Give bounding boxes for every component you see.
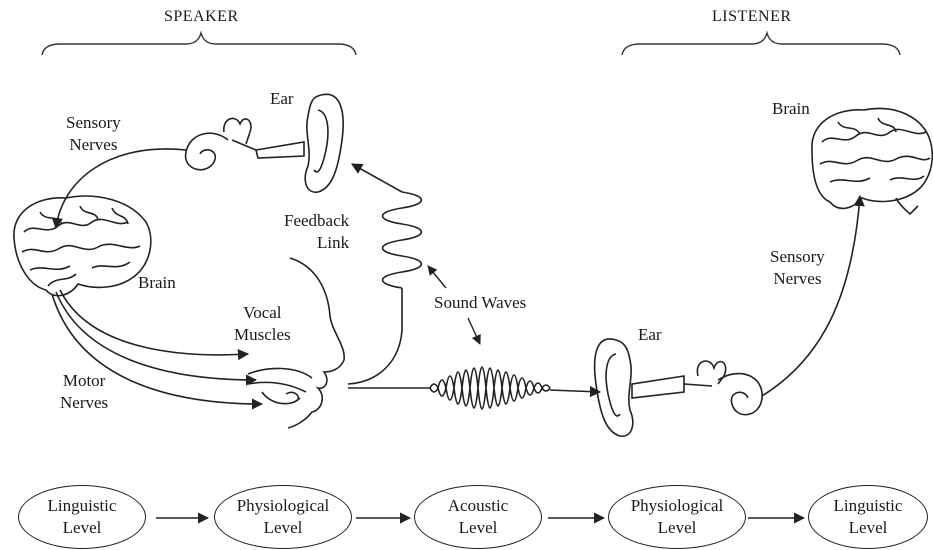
speaker-brain-label: Brain [138, 272, 176, 294]
speaker-sensory-nerves-line2: Nerves [66, 134, 121, 156]
level-4-line1: Physiological [631, 495, 724, 517]
feedback-link-line1: Feedback [284, 210, 349, 232]
feedback-wave [383, 192, 422, 288]
level-physiological-listener: Physiological Level [608, 485, 746, 549]
level-1-line1: Linguistic [48, 495, 117, 517]
motor-nerve-2 [56, 292, 256, 380]
sound-pointer-up [428, 266, 446, 288]
sound-pointer-down [468, 318, 480, 344]
speaker-ear-label: Ear [270, 88, 294, 110]
level-3-line1: Acoustic [448, 495, 508, 517]
motor-nerves-line2: Nerves [60, 392, 108, 414]
level-4-line2: Level [658, 517, 697, 539]
listener-ear-icon [595, 339, 763, 436]
level-linguistic-listener: Linguistic Level [808, 485, 928, 549]
level-2-line2: Level [264, 517, 303, 539]
speaker-ear-icon [186, 94, 344, 192]
feedback-line [348, 288, 402, 384]
level-5-line1: Linguistic [834, 495, 903, 517]
speaker-sensory-nerves-label: Sensory Nerves [66, 112, 121, 156]
sound-waves-label: Sound Waves [434, 292, 526, 314]
feedback-link-label: Feedback Link [284, 210, 349, 254]
speaker-brain-icon [14, 196, 151, 296]
speaker-header: SPEAKER [164, 8, 239, 26]
feedback-link-line2: Link [284, 232, 349, 254]
level-linguistic-speaker: Linguistic Level [18, 485, 146, 549]
listener-sensory-nerves-label: Sensory Nerves [770, 246, 825, 290]
motor-nerves-label: Motor Nerves [60, 370, 108, 414]
level-3-line2: Level [459, 517, 498, 539]
speaker-sensory-nerves-line1: Sensory [66, 112, 121, 134]
motor-nerves-line1: Motor [60, 370, 108, 392]
sound-wave-icon [430, 367, 550, 409]
feedback-arrow [352, 164, 402, 192]
listener-ear-label: Ear [638, 324, 662, 346]
level-physiological-speaker: Physiological Level [214, 485, 352, 549]
level-2-line1: Physiological [237, 495, 330, 517]
speaker-brace [42, 33, 356, 55]
motor-nerve-1 [60, 290, 248, 355]
vocal-muscles-line2: Muscles [234, 324, 291, 346]
vocal-muscles-line1: Vocal [234, 302, 291, 324]
vocal-muscles-label: Vocal Muscles [234, 302, 291, 346]
level-1-line2: Level [63, 517, 102, 539]
listener-sensory-nerve [762, 196, 860, 396]
listener-brace [622, 33, 900, 55]
listener-brain-label: Brain [772, 98, 810, 120]
listener-sensory-nerves-line2: Nerves [770, 268, 825, 290]
level-5-line2: Level [849, 517, 888, 539]
listener-sensory-nerves-line1: Sensory [770, 246, 825, 268]
listener-header: LISTENER [712, 8, 792, 26]
level-acoustic: Acoustic Level [414, 485, 542, 549]
listener-brain-icon [812, 108, 932, 214]
sound-path-right [550, 390, 600, 392]
